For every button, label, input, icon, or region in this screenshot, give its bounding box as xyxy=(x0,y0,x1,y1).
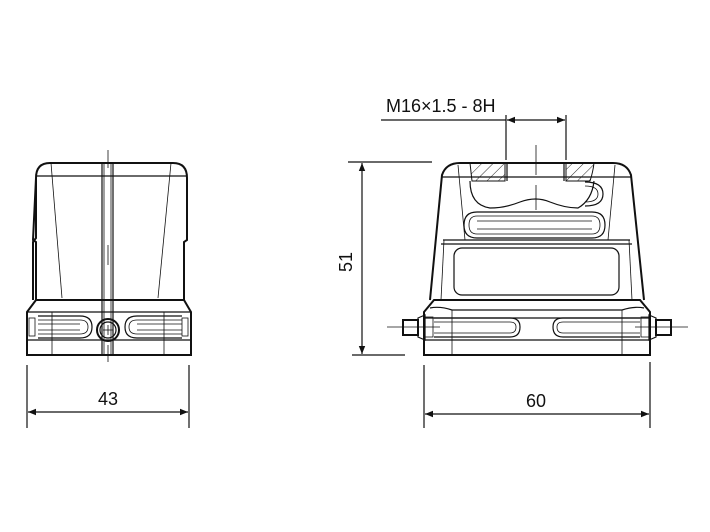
side-view xyxy=(26,150,192,362)
side-width-label: 43 xyxy=(98,389,118,409)
front-view xyxy=(387,145,688,356)
dimension-side-width: 43 xyxy=(26,365,190,428)
dimension-front-height: 51 xyxy=(336,161,432,356)
front-height-label: 51 xyxy=(336,252,356,272)
dimension-thread: M16×1.5 - 8H xyxy=(381,96,567,160)
thread-label: M16×1.5 - 8H xyxy=(386,96,496,116)
dimension-front-width: 60 xyxy=(423,362,651,428)
front-width-label: 60 xyxy=(526,391,546,411)
